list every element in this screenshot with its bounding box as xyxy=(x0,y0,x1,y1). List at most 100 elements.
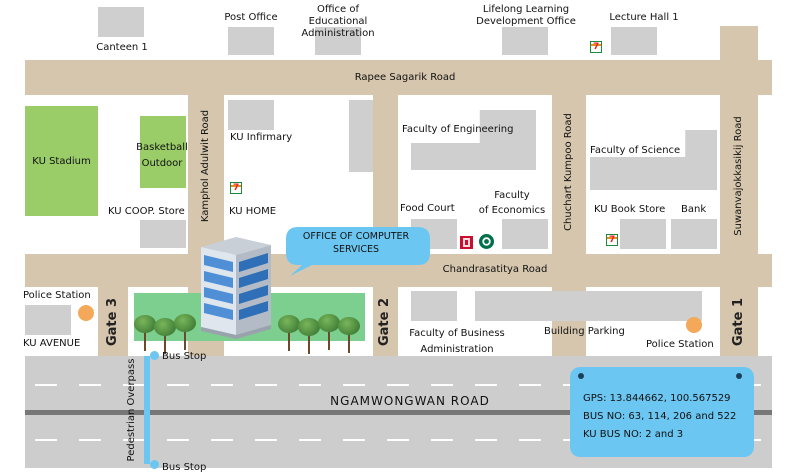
lifelong-label: Lifelong Learning Development Office xyxy=(476,4,576,27)
chandrasatitya-road-label: Chandrasatitya Road xyxy=(442,264,548,275)
basketball-label: Basketball Outdoor xyxy=(136,142,188,169)
building-parking-label: Building Parking xyxy=(544,326,625,337)
office-edu-building xyxy=(315,27,361,55)
parking-building xyxy=(475,291,702,321)
lane-dash xyxy=(343,384,365,386)
faculty-engineering-label: Faculty of Engineering xyxy=(402,124,514,135)
lane-dash xyxy=(211,384,233,386)
tree-icon xyxy=(318,314,340,350)
info-pin-right xyxy=(736,373,742,379)
ku-bus-numbers-text: KU BUS NO: 2 and 3 xyxy=(583,429,684,440)
ku-stadium-field xyxy=(25,106,98,216)
gate-2-label: Gate 2 xyxy=(377,297,392,347)
tree-icon xyxy=(278,315,300,351)
office-computer-services-label: OFFICE OF COMPUTER SERVICES xyxy=(302,231,410,255)
highway-divider xyxy=(25,410,772,415)
science-building xyxy=(590,130,717,190)
lane-dash xyxy=(255,384,277,386)
bank-label: Bank xyxy=(681,204,707,215)
office-edu-label: Office of Educational Administration xyxy=(301,4,375,39)
faculty-business-label: Faculty of Business Administration xyxy=(409,328,505,355)
book-store-label: KU Book Store xyxy=(594,204,666,215)
info-box: GPS: 13.844662, 100.567529 BUS NO: 63, 1… xyxy=(570,367,754,457)
tree-icon xyxy=(134,315,156,351)
callout-bubble xyxy=(286,227,430,276)
ngamwongwan-road-label: NGAMWONGWAN ROAD xyxy=(330,394,490,408)
police-station-left-marker xyxy=(78,305,94,321)
gps-text: GPS: 13.844662, 100.567529 xyxy=(583,393,731,404)
faculty-science-label: Faculty of Science xyxy=(590,145,681,156)
coffee-shop-icon xyxy=(479,234,494,249)
book-store-building xyxy=(620,219,666,249)
lifelong-building xyxy=(502,27,548,55)
bus-stop-top-marker xyxy=(150,351,159,360)
rapee-sagarik-road-label: Rapee Sagarik Road xyxy=(354,72,456,83)
tree-icon xyxy=(154,318,176,354)
coop-store-label: KU COOP. Store xyxy=(108,206,185,217)
pedestrian-overpass xyxy=(144,356,150,464)
bank-building xyxy=(671,219,717,249)
business-building xyxy=(411,291,457,321)
lane-dash xyxy=(343,439,365,441)
gate2-road xyxy=(373,95,398,356)
lecture-hall-label: Lecture Hall 1 xyxy=(609,12,679,23)
tree-icon xyxy=(338,317,360,353)
coop-store-building xyxy=(140,220,186,248)
police-station-left-label: Police Station xyxy=(23,290,91,301)
food-court-label: Food Court xyxy=(400,203,455,214)
lane-dash xyxy=(475,439,497,441)
lane-dash xyxy=(123,384,145,386)
lane-dash xyxy=(519,439,541,441)
infirmary-building xyxy=(228,100,274,130)
tree-icon xyxy=(174,314,196,350)
chuchart-kumpoo-road-label: Chuchart Kumpoo Road xyxy=(563,113,574,231)
info-pin-left xyxy=(578,373,584,379)
suwanvajokkasikij-road-label: Suwanvajokkasikij Road xyxy=(733,116,744,236)
lane-dash xyxy=(167,384,189,386)
lane-dash xyxy=(211,439,233,441)
canteen-building xyxy=(98,7,144,37)
gate-1-label: Gate 1 xyxy=(731,297,746,347)
bus-stop-top-label: Bus Stop xyxy=(162,351,207,362)
lane-dash xyxy=(123,439,145,441)
suwanvajokkasikij-road xyxy=(720,26,758,356)
lane-dash xyxy=(387,384,409,386)
bus-stop-bottom-label: Bus Stop xyxy=(162,462,207,473)
ku-home-label: KU HOME xyxy=(229,206,277,217)
bus-numbers-text: BUS NO: 63, 114, 206 and 522 xyxy=(583,411,737,422)
rapee-sagarik-road xyxy=(25,60,772,95)
lane-dash xyxy=(79,384,101,386)
faculty-economics-label: Faculty of Economics xyxy=(478,190,546,216)
office-building-icon xyxy=(201,237,271,339)
post-office-building xyxy=(228,27,274,55)
lane-dash xyxy=(431,384,453,386)
fast-food-icon xyxy=(460,236,473,249)
lane-dash xyxy=(299,439,321,441)
tree-icon xyxy=(298,318,320,354)
gate3-road xyxy=(98,254,128,356)
lane-dash xyxy=(431,439,453,441)
post-office-label: Post Office xyxy=(224,12,278,23)
lane-dash xyxy=(167,439,189,441)
gate-3-label: Gate 3 xyxy=(105,297,120,347)
ku-stadium-label: KU Stadium xyxy=(32,156,91,167)
ku-avenue-label: KU AVENUE xyxy=(23,338,81,349)
office-block-building xyxy=(349,100,373,172)
lane-dash xyxy=(255,439,277,441)
basketball-court xyxy=(140,116,186,188)
police-station-left-building xyxy=(25,305,71,335)
lane-dash xyxy=(35,439,57,441)
police-station-right-marker xyxy=(686,317,702,333)
seven-eleven-icon xyxy=(606,234,618,246)
seven-eleven-icon xyxy=(230,182,242,194)
lane-dash xyxy=(519,384,541,386)
police-station-right-label: Police Station xyxy=(646,339,714,350)
bus-stop-bottom-marker xyxy=(150,460,159,469)
canteen-label: Canteen 1 xyxy=(96,42,148,53)
lane-dash xyxy=(475,384,497,386)
lane-dash xyxy=(387,439,409,441)
pedestrian-overpass-label: Pedestrian Overpass xyxy=(126,358,137,462)
engineering-building xyxy=(411,110,536,170)
economics-building xyxy=(502,219,548,249)
